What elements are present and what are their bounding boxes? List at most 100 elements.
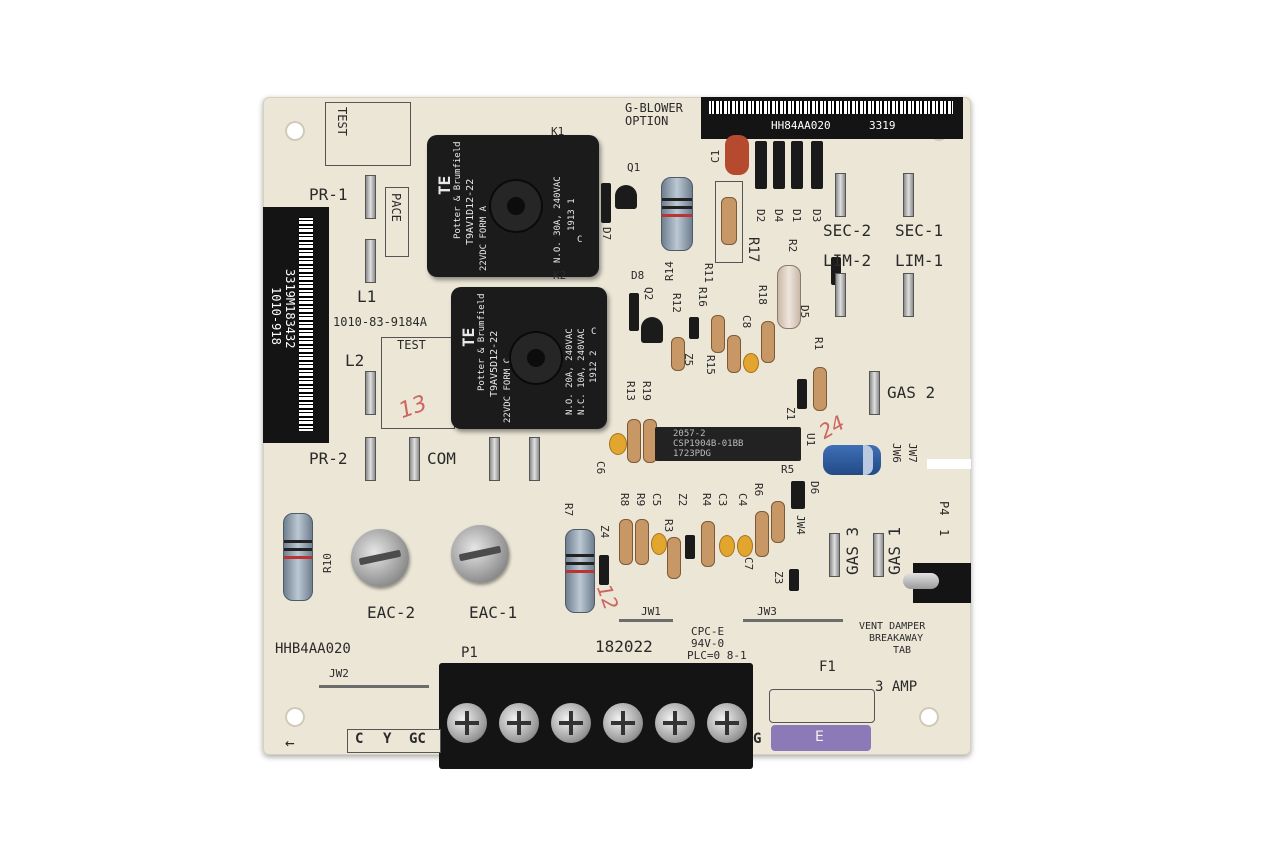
resistor-r16	[711, 315, 725, 353]
terminal-c-label: C	[355, 731, 364, 747]
sec1-label: SEC-1	[895, 221, 944, 240]
jumper-jw3	[743, 619, 843, 622]
ic-line-2: CSP1904B-01BB	[673, 439, 744, 449]
ref-r15: R15	[704, 355, 717, 375]
relay-rating-2: N.C. 10A, 240VAC	[577, 328, 587, 415]
spade-terminal	[529, 437, 540, 481]
relay-letter: C	[591, 327, 597, 337]
ref-q2: Q2	[642, 287, 655, 301]
cpc-label-3: PLC=0 8-1	[687, 649, 747, 662]
spade-terminal-gas1	[873, 533, 884, 577]
ref-r17: R17	[745, 237, 761, 263]
barcode	[709, 101, 953, 114]
test-box-top	[325, 102, 411, 166]
ref-r4: R4	[700, 493, 713, 507]
eac1-label: EAC-1	[469, 603, 518, 622]
relay-brand: TE	[435, 175, 454, 195]
spade-terminal-com	[409, 437, 420, 481]
ref-r18: R18	[756, 285, 769, 305]
part-number-label: HHB4AA020	[275, 641, 351, 657]
relay-code: 1913 1	[567, 198, 577, 231]
barcode	[299, 217, 313, 431]
lim1-label: LIM-1	[895, 251, 944, 270]
ref-r11: R11	[702, 263, 715, 283]
screw-terminal-eac1	[451, 525, 509, 583]
resistor-r1	[813, 367, 827, 411]
ref-jw4: JW4	[794, 515, 807, 535]
spade-terminal	[489, 437, 500, 481]
fuse-holder	[769, 689, 875, 723]
terminal-y-label: Y	[383, 731, 392, 747]
gas2-label: GAS 2	[887, 383, 936, 402]
capacitor-c5	[651, 533, 667, 555]
circuit-board: HH84AA020 3319 3319M183432 1010-918 TEST…	[263, 97, 971, 769]
serial-label: 3319M183432 1010-918	[263, 207, 329, 443]
p1-label: P1	[461, 645, 478, 661]
diode-r2	[831, 257, 841, 285]
resistor-r18	[761, 321, 775, 363]
fuse-f1: E	[771, 725, 871, 751]
com-label: COM	[427, 449, 456, 468]
diode-z2	[685, 535, 695, 559]
relay-side: 22VDC FORM A	[479, 205, 489, 271]
ref-z4: Z4	[598, 525, 611, 539]
gas3-label: GAS 3	[843, 526, 862, 575]
board-notch	[927, 459, 971, 469]
relay-k1: TE Potter & Brumfield T9AV1D12-22 22VDC …	[427, 135, 599, 277]
ref-jw2: JW2	[329, 667, 349, 680]
spade-terminal-gas2	[869, 371, 880, 415]
vent-damper-label-1: VENT DAMPER	[859, 621, 926, 632]
p4-pin-label: 1	[937, 529, 951, 537]
resistor-r3	[667, 537, 681, 579]
ref-jw7: JW7	[906, 443, 919, 463]
resistor-r4	[701, 521, 715, 567]
spade-terminal-lim2	[835, 273, 846, 317]
ref-z2: Z2	[676, 493, 689, 507]
vent-damper-label-2: BREAKAWAY	[869, 633, 924, 644]
resistor-r17-left	[721, 197, 737, 245]
terminal-screw	[499, 703, 539, 743]
spade-terminal-l1	[365, 239, 376, 283]
ref-d6: D6	[808, 481, 821, 495]
mounting-hole	[919, 707, 939, 727]
test-label-mid: TEST	[397, 338, 426, 352]
ref-c6: C6	[594, 461, 607, 475]
spade-terminal-l2	[365, 371, 376, 415]
ref-r14: R14	[663, 261, 676, 281]
l2-label: L2	[345, 351, 365, 370]
pr1-label: PR-1	[309, 185, 348, 204]
spade-terminal-lim1	[903, 273, 914, 317]
cpc-label-2: 94V-0	[691, 637, 725, 650]
diode-d8	[629, 293, 639, 331]
diode-d1	[791, 141, 803, 189]
diode-d6	[791, 481, 805, 509]
vent-damper-label-3: TAB	[893, 645, 912, 656]
top-barcode-label: HH84AA020 3319	[701, 97, 963, 139]
jumper-jw2	[319, 685, 429, 688]
handwriting-mark: 12	[592, 580, 624, 614]
ref-r1: R1	[812, 337, 825, 351]
ref-q1: Q1	[627, 161, 641, 174]
relay-coil	[509, 331, 563, 385]
ref-u1: U1	[804, 433, 817, 447]
ref-c8: C8	[740, 315, 753, 329]
terminal-screw	[707, 703, 747, 743]
capacitor-c3	[719, 535, 735, 557]
relay-rating: N.O. 30A, 240VAC	[553, 176, 563, 263]
g-blower-label-2: OPTION	[625, 114, 669, 128]
serial-vertical-2: 1010-918	[269, 287, 283, 345]
terminal-g-label: G	[753, 731, 762, 747]
lim2-label: LIM-2	[823, 251, 872, 270]
ref-jw1: JW1	[641, 605, 661, 618]
ref-jw6: JW6	[890, 443, 903, 463]
ic-u1: 2057-2 CSP1904B-01BB 1723PDG	[655, 427, 801, 461]
lot-number: 182022	[595, 637, 653, 656]
p4-label: P4	[937, 501, 951, 516]
ref-k1: K1	[551, 125, 565, 138]
serial-vertical: 3319M183432	[283, 269, 297, 349]
relay-brand: TE	[459, 327, 478, 347]
terminal-screw	[655, 703, 695, 743]
ref-c5: C5	[650, 493, 663, 507]
spade-terminal-pr1	[365, 175, 376, 219]
arrow-left-icon: ←	[285, 733, 295, 752]
